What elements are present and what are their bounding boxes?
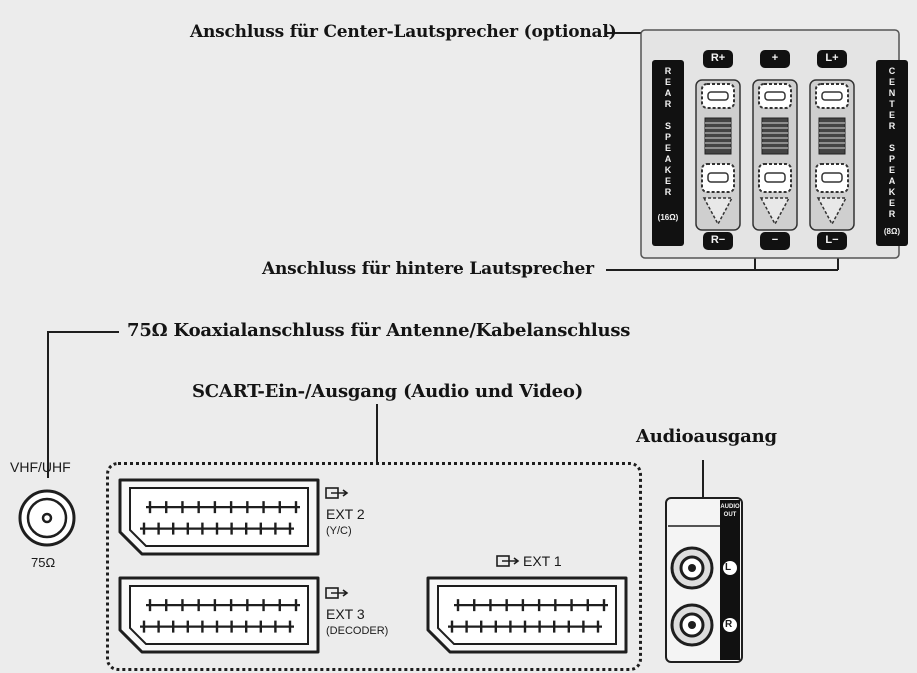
terminal-badge-top <box>760 50 790 68</box>
jack-badge-r <box>723 618 737 632</box>
terminal-badge-top <box>817 50 847 68</box>
ext3-label: EXT 3 <box>326 606 365 622</box>
speaker-terminal[interactable] <box>809 50 855 250</box>
center-speaker-impedance: (8Ω) <box>883 227 901 236</box>
jack-letter-l: L <box>725 562 732 573</box>
ext2-sub-label: (Y/C) <box>326 525 352 537</box>
audio-out-label-bar <box>720 500 740 660</box>
ext1-label: EXT 1 <box>523 553 562 569</box>
jack-badge-l <box>723 561 737 575</box>
terminal-polarity-label: L+ <box>825 52 839 64</box>
terminal-badge-bottom <box>817 232 847 250</box>
rear-speaker-caption: Anschluss für hintere Lautsprecher <box>262 259 594 279</box>
terminal-badge-bottom <box>703 232 733 250</box>
center-speaker-label-bar <box>876 60 908 246</box>
audio-out-header-2: OUT <box>723 512 737 518</box>
scart-socket-ext2[interactable] <box>118 478 320 556</box>
input-arrow-icon <box>325 487 349 499</box>
terminal-polarity-label: + <box>771 52 779 64</box>
audio-jack-left[interactable] <box>670 546 714 590</box>
terminal-polarity-label: L− <box>825 234 839 246</box>
ext2-label: EXT 2 <box>326 506 365 522</box>
antenna-top-label: VHF/UHF <box>10 459 71 475</box>
audio-out-panel <box>665 497 743 663</box>
ext3-sub-label: (DECODER) <box>326 625 389 637</box>
rear-speaker-label-bar <box>652 60 684 246</box>
speaker-terminal[interactable] <box>695 50 741 250</box>
terminal-polarity-label: R+ <box>710 52 726 64</box>
antenna-caption: 75Ω Koaxialanschluss für Antenne/Kabelan… <box>127 320 631 341</box>
scart-socket-ext3[interactable] <box>118 576 320 654</box>
terminal-polarity-label: − <box>771 234 779 246</box>
audio-out-caption: Audioausgang <box>636 426 777 447</box>
scart-caption: SCART-Ein-/Ausgang (Audio und Video) <box>192 381 584 402</box>
antenna-bottom-label: 75Ω <box>31 555 56 570</box>
terminal-badge-bottom <box>760 232 790 250</box>
audio-out-header-1: AUDIO <box>720 504 740 510</box>
jack-letter-r: R <box>725 619 733 630</box>
input-arrow-icon <box>496 555 520 567</box>
antenna-leader <box>47 331 119 478</box>
center-speaker-caption: Anschluss für Center-Lautsprecher (optio… <box>190 22 617 42</box>
speaker-terminal[interactable] <box>752 50 798 250</box>
speaker-panel <box>640 29 908 259</box>
audio-jack-right[interactable] <box>670 603 714 647</box>
rear-speaker-impedance: (16Ω) <box>657 213 679 222</box>
scart-group-outline <box>106 462 642 671</box>
terminal-badge-top <box>703 50 733 68</box>
scart-socket-ext1[interactable] <box>426 576 628 654</box>
antenna-connector[interactable] <box>18 489 76 547</box>
input-arrow-icon <box>325 587 349 599</box>
terminal-polarity-label: R− <box>710 234 726 246</box>
